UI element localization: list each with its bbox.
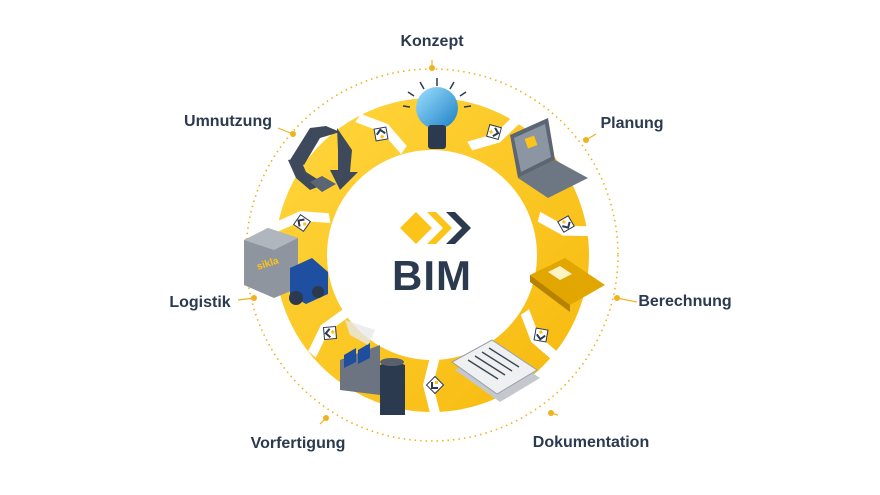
stage-label-vorfertigung: Vorfertigung (250, 435, 346, 452)
leader-dot (251, 295, 257, 301)
factory-icon (340, 320, 405, 415)
ring-separators (273, 113, 595, 413)
calculator-icon (530, 258, 605, 312)
stage-label-konzept: Konzept (400, 33, 464, 50)
leader-line (616, 297, 638, 303)
label-leaders (237, 60, 638, 425)
leader-dot (614, 295, 620, 301)
ring-separator (423, 357, 445, 413)
stage-label-umnutzung: Umnutzung (184, 113, 272, 130)
bim-logo-mark (400, 212, 471, 244)
ring-separator (467, 113, 521, 151)
stage-label-berechnung: Berechnung (638, 293, 732, 310)
leader-dot (323, 415, 329, 421)
center-title: BIM (392, 252, 472, 299)
stage-label-dokumentation: Dokumentation (532, 434, 650, 451)
leader-dot (290, 131, 296, 137)
leader-dot (583, 137, 589, 143)
ring-separator (355, 113, 407, 155)
stage-label-logistik: Logistik (169, 294, 231, 311)
ring-separator (520, 309, 562, 361)
recycle-arrows-icon (288, 126, 358, 192)
ring-separator (537, 211, 595, 237)
lightbulb-icon (402, 78, 472, 149)
leader-dot (429, 65, 435, 71)
ring-separator (273, 211, 331, 233)
truck-icon: sikla (244, 228, 328, 305)
documents-icon (451, 339, 540, 402)
leader-dot (548, 410, 554, 416)
ring-separator (308, 308, 352, 358)
laptop-icon (510, 118, 588, 198)
stage-label-planung: Planung (600, 115, 664, 132)
